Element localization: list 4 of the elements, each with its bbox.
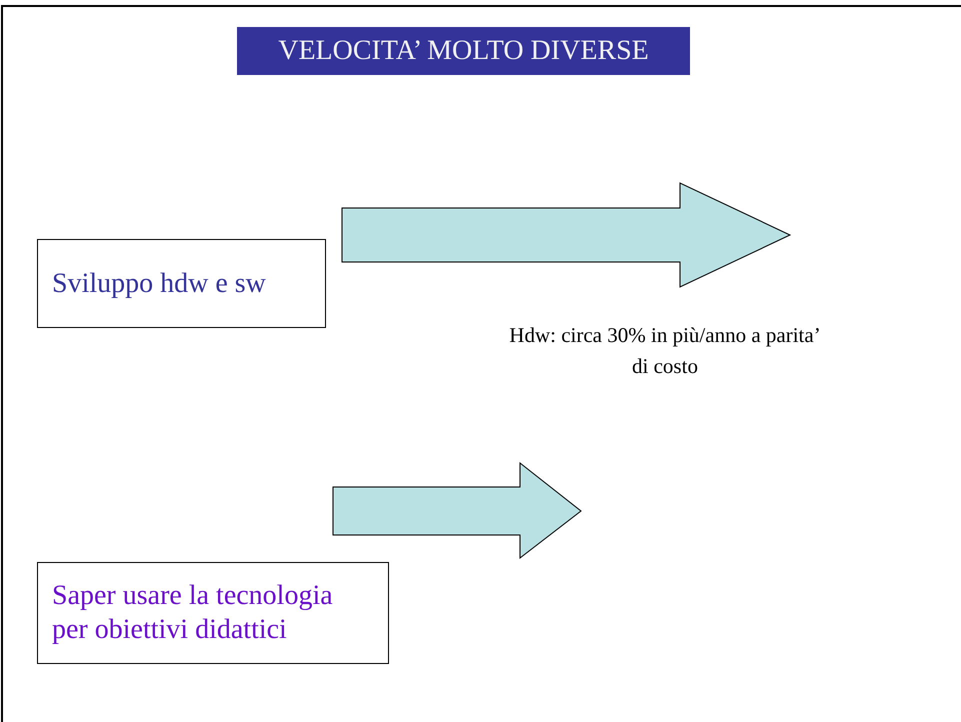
note-text: Hdw: circa 30% in più/anno a parita’ di costo (508, 322, 822, 380)
text-box: Saper usare la tecnologia per obiettivi didattici (37, 562, 389, 664)
text-box: Sviluppo hdw e sw (37, 239, 326, 328)
title-banner: VELOCITA’ MOLTO DIVERSE (237, 27, 690, 75)
